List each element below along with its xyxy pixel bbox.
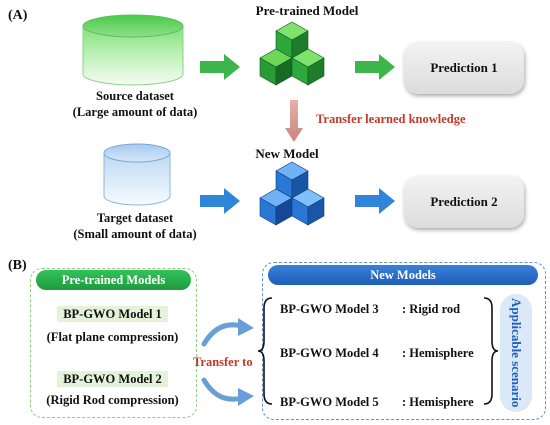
model-3-name: BP-GWO Model 3 [280,302,379,316]
arrow-right-icon [200,188,240,214]
scenario-label-wrap: Applicable scenario [500,294,532,412]
curved-arrow-up-icon [201,318,254,347]
source-dataset-title: Source dataset [96,89,174,103]
right-brace-icon [483,297,498,405]
transfer-knowledge-label: Transfer learned knowledge [316,112,466,126]
target-dataset-subtitle: (Small amount of data) [73,227,197,241]
model-1-description: (Flat plane compression) [46,330,179,344]
prediction-2-box: Prediction 2 [404,176,524,228]
applicable-scenario-label: Applicable scenario [509,298,524,408]
source-dataset-cylinder-icon [82,14,184,86]
model-2-entry: BP-GWO Model 2 [30,370,195,388]
model-4-description: : Hemisphere [402,346,474,360]
arrow-right-icon [200,54,240,80]
target-dataset-cylinder-icon [103,143,171,206]
model-4-name: BP-GWO Model 4 [280,346,379,360]
model-1-name: BP-GWO Model 1 [57,306,168,322]
new-model-title: New Model [255,146,319,161]
new-models-group [262,262,546,420]
pretrained-model-cubes-icon [259,21,325,86]
model-2-name: BP-GWO Model 2 [57,371,168,387]
curved-arrow-down-icon [201,377,254,406]
transfer-to-label: Transfer to [193,355,253,369]
panel-a-label: (A) [8,8,28,23]
source-dataset-subtitle: (Large amount of data) [72,105,198,119]
model-3-description: : Rigid rod [402,302,461,316]
panel-b-label: (B) [8,258,27,273]
pretrained-models-header: Pre-trained Models [36,270,191,290]
left-brace-icon [258,297,273,405]
model-5-name: BP-GWO Model 5 [280,395,379,409]
target-dataset-title: Target dataset [96,211,174,225]
prediction-1-box: Prediction 1 [404,42,524,94]
pretrained-model-title: Pre-trained Model [255,3,359,18]
arrow-right-icon [355,54,395,80]
target-dataset-label: Target dataset (Small amount of data) [40,210,230,242]
model-2-description: (Rigid Rod compression) [46,393,179,407]
source-dataset-label: Source dataset (Large amount of data) [40,88,230,120]
new-model-cubes-icon [259,161,325,226]
model-1-entry: BP-GWO Model 1 [30,305,195,323]
new-models-header: New Models [268,265,538,285]
arrow-right-icon [355,188,395,214]
model-5-description: : Hemisphere [402,395,474,409]
arrow-down-icon [285,100,303,142]
pretrained-models-group [30,268,197,418]
scenario-pill [500,294,532,412]
